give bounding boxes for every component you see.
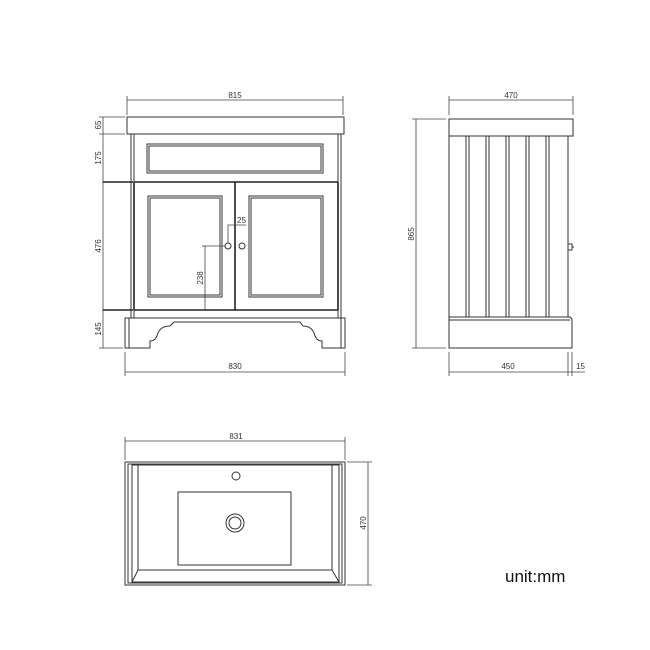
plinth-base [124, 317, 346, 349]
dim-width-base: 830 [228, 362, 242, 371]
basin-outline [124, 461, 346, 586]
dim-height-base: 145 [94, 322, 103, 336]
side-base [448, 316, 573, 349]
dim-knob-projection: 15 [576, 362, 585, 371]
left-door-panel [147, 195, 223, 298]
dim-basin-width: 831 [229, 432, 243, 441]
drain [225, 513, 245, 533]
dim-height-doors: 476 [94, 239, 103, 253]
side-top [448, 118, 574, 137]
left-knob [224, 242, 232, 250]
dim-depth-body: 450 [501, 362, 515, 371]
dim-height-top: 65 [94, 120, 103, 129]
knob-profile [568, 243, 574, 251]
side-slats [465, 135, 550, 318]
dim-height-drawer: 175 [94, 151, 103, 165]
tap-hole [231, 471, 241, 481]
dim-basin-depth: 470 [359, 516, 368, 530]
right-knob [238, 242, 246, 250]
dim-knob-height: 238 [196, 271, 205, 285]
unit-label: unit:mm [505, 567, 565, 586]
basin-bowl [177, 491, 292, 566]
front-view: 815 25 238 65 175 476 145 [94, 91, 346, 376]
cabinet-body [130, 133, 342, 319]
top-view: 831 470 [124, 432, 372, 586]
side-view: 470 865 450 15 [407, 91, 585, 376]
dim-width-top: 815 [228, 91, 242, 100]
basin-top [126, 116, 345, 135]
drawer-panel [146, 143, 324, 174]
dim-height-total: 865 [407, 227, 416, 241]
right-door-panel [248, 195, 324, 298]
dim-depth-top: 470 [504, 91, 518, 100]
dim-knob-offset: 25 [237, 216, 246, 225]
